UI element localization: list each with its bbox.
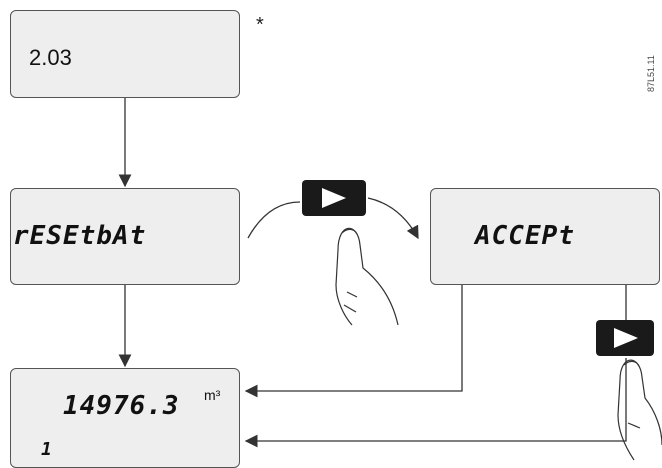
display-box-top: 2.03 — [10, 10, 240, 98]
finger-icon-right — [617, 359, 662, 461]
display-index: 1 — [41, 439, 53, 460]
display-value-reset: rESEtbAt — [13, 221, 147, 251]
arc-left — [247, 201, 301, 239]
figure-code: 87L51.11 — [646, 55, 656, 92]
arrow-button-to-reading — [244, 358, 627, 448]
play-icon — [322, 188, 346, 208]
arc-right — [367, 197, 419, 240]
play-icon-right — [614, 328, 638, 348]
footnote-marker: * — [256, 14, 264, 36]
display-value-accept: ACCEPt — [475, 221, 575, 251]
display-box-reading: 14976.3 m³ 1 — [10, 368, 240, 468]
display-box-reset: rESEtbAt — [10, 188, 240, 285]
unit-label: m³ — [204, 387, 221, 403]
arrow-accept-to-reading — [244, 285, 463, 398]
display-box-accept: ACCEPt — [430, 188, 660, 285]
finger-icon — [335, 227, 399, 326]
display-value-top: 2.03 — [29, 45, 72, 70]
meter-reading: 14976.3 — [63, 391, 180, 421]
